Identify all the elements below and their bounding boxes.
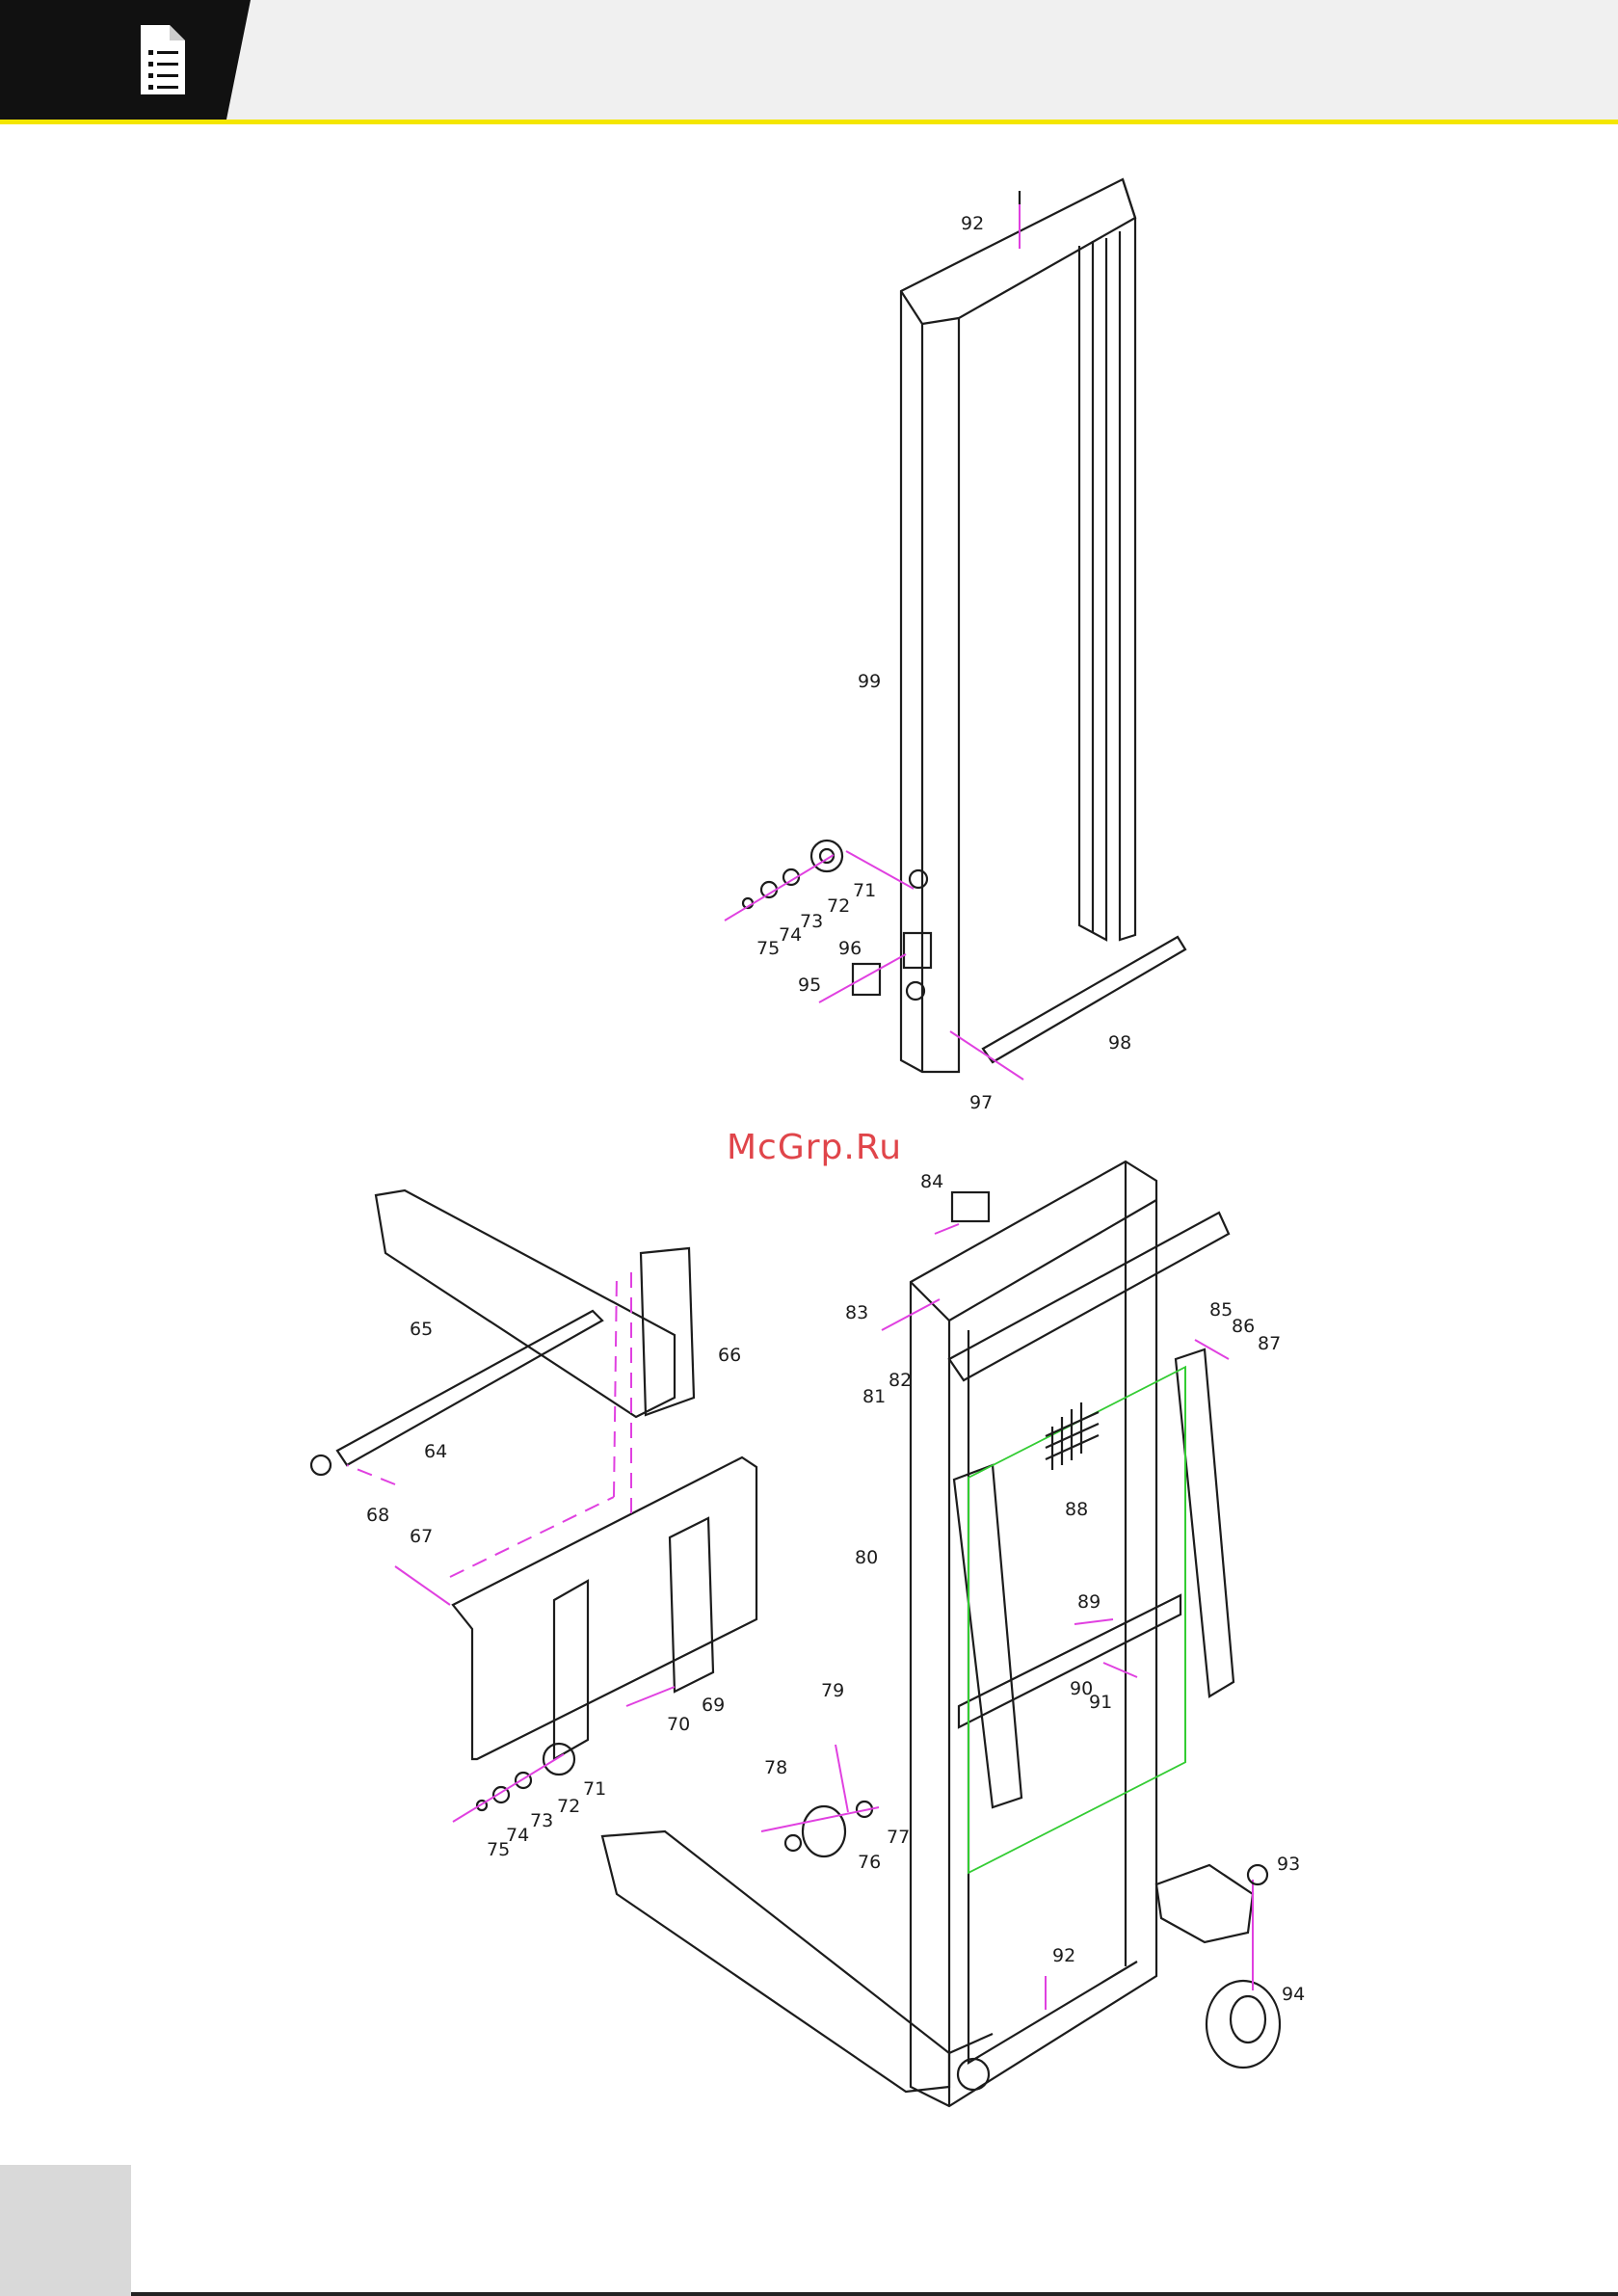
part-label: 96: [838, 938, 862, 959]
part-label: 69: [702, 1695, 725, 1716]
grid-mesh-symbol: [1046, 1402, 1099, 1470]
part-label: 80: [855, 1547, 878, 1568]
part-label: 73: [800, 911, 823, 932]
part-label: 79: [821, 1680, 844, 1701]
part-label: 83: [845, 1302, 868, 1323]
part-label: 66: [718, 1345, 741, 1366]
part-label: 92: [1052, 1945, 1075, 1966]
part-label: 95: [798, 974, 821, 996]
part-label: 94: [1282, 1984, 1305, 2005]
part-label: 85: [1209, 1299, 1233, 1321]
part-label: 73: [530, 1810, 553, 1831]
part-label: 91: [1089, 1692, 1112, 1713]
part-label: 78: [764, 1757, 787, 1778]
part-label: 82: [889, 1370, 912, 1391]
part-label: 87: [1258, 1333, 1281, 1354]
footer-rule: [131, 2292, 1618, 2296]
part-label: 97: [969, 1092, 993, 1113]
lower-part-labels: 84 83 82 81 85 86 87 65 66 64 68 67 80 8…: [366, 1171, 1305, 2005]
part-label: 77: [887, 1827, 910, 1848]
upper-part-labels: 92 99 71 72 73 74 75 96 95 98 97: [756, 213, 1131, 1113]
part-label: 64: [424, 1441, 447, 1462]
page-number-box: [0, 2165, 131, 2296]
part-label: 89: [1077, 1591, 1101, 1613]
part-label: 88: [1065, 1499, 1088, 1520]
part-label: 93: [1277, 1854, 1300, 1875]
part-label: 81: [862, 1386, 886, 1407]
part-label: 65: [410, 1319, 433, 1340]
part-label: 71: [853, 880, 876, 901]
part-label: 72: [557, 1796, 580, 1817]
part-label: 75: [487, 1839, 510, 1860]
part-label: 98: [1108, 1032, 1131, 1054]
part-label: 70: [667, 1714, 690, 1735]
part-label: 67: [410, 1526, 433, 1547]
part-label: 99: [858, 671, 881, 692]
part-label: 86: [1232, 1316, 1255, 1337]
lower-frame-assembly: [311, 1161, 1280, 2106]
part-label: 74: [779, 924, 802, 946]
part-label: 68: [366, 1505, 389, 1526]
part-label: 84: [920, 1171, 943, 1192]
watermark-text: McGrp.Ru: [718, 1128, 911, 1167]
part-label: 92: [961, 213, 984, 234]
part-label: 75: [756, 938, 780, 959]
part-label: 76: [858, 1852, 881, 1873]
part-label: 72: [827, 895, 850, 917]
part-label: 71: [583, 1778, 606, 1800]
